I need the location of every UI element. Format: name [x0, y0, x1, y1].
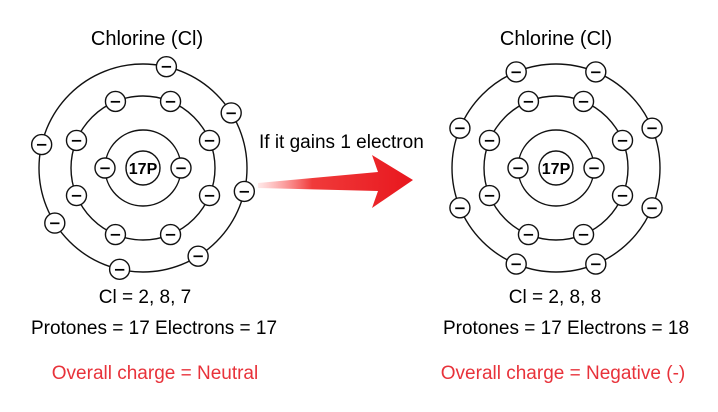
- svg-text:−: −: [164, 226, 177, 244]
- svg-text:−: −: [522, 92, 535, 110]
- svg-text:−: −: [109, 92, 122, 110]
- electron-left-shell2-4: −: [65, 184, 88, 207]
- nucleus-label-right: 17P: [542, 161, 571, 178]
- electron-left-shell3-4: −: [187, 245, 209, 267]
- svg-text:−: −: [577, 226, 590, 244]
- electron-shell-3-left: [38, 63, 248, 273]
- svg-text:−: −: [175, 159, 188, 177]
- svg-text:−: −: [160, 58, 173, 76]
- electron-left-shell2-5: −: [65, 129, 88, 152]
- svg-text:−: −: [646, 119, 659, 137]
- svg-text:−: −: [590, 255, 603, 273]
- svg-text:−: −: [70, 131, 83, 149]
- electron-right-shell3-2: −: [585, 253, 607, 275]
- electron-right-shell2-1: −: [611, 184, 634, 207]
- electron-shell-2-left: [70, 95, 216, 241]
- svg-text:−: −: [510, 63, 523, 81]
- svg-text:−: −: [454, 199, 467, 217]
- electron-left-shell3-1: −: [155, 55, 178, 78]
- svg-text:−: −: [616, 131, 629, 149]
- svg-text:−: −: [109, 226, 122, 244]
- electron-right-shell3-6: −: [505, 61, 527, 83]
- svg-text:−: −: [454, 119, 467, 137]
- atom-title-left: Chlorine (Cl): [90, 28, 204, 50]
- electron-right-shell3-8: −: [641, 117, 663, 139]
- nucleus-right: [538, 150, 574, 186]
- svg-text:−: −: [113, 260, 126, 278]
- electron-right-shell1-1: −: [583, 157, 605, 179]
- electron-right-shell2-3: −: [517, 223, 540, 246]
- electron-left-shell1-1: −: [170, 157, 192, 179]
- electron-right-shell3-7: −: [585, 61, 607, 83]
- electron-right-shell3-1: −: [641, 197, 663, 219]
- electron-left-shell1-2: −: [94, 157, 116, 179]
- electron-shell-3-right: [451, 63, 661, 273]
- arrow-label: If it gains 1 electron: [256, 132, 427, 154]
- electron-right-shell2-5: −: [478, 129, 501, 152]
- particle-counts-right: Protones = 17 Electrons = 18: [442, 318, 690, 339]
- reaction-arrow: [258, 155, 413, 208]
- svg-text:−: −: [616, 187, 629, 205]
- electron-left-shell2-1: −: [198, 184, 221, 207]
- electron-right-shell1-2: −: [507, 157, 529, 179]
- svg-text:−: −: [164, 92, 177, 110]
- electron-configuration-right: Cl = 2, 8, 8: [508, 287, 602, 308]
- electron-left-shell3-3: −: [233, 180, 256, 203]
- chlorine-ion-negative: 17P−−−−−−−−−−−−−−−−−−: [449, 61, 663, 275]
- nucleus-left: [125, 150, 161, 186]
- svg-text:−: −: [510, 255, 523, 273]
- electron-left-shell2-2: −: [159, 223, 182, 246]
- electron-left-shell2-8: −: [198, 129, 221, 152]
- nucleus-label-left: 17P: [129, 161, 158, 178]
- particle-counts-left: Protones = 17 Electrons = 17: [30, 318, 278, 339]
- electron-left-shell2-6: −: [104, 90, 127, 113]
- svg-text:−: −: [590, 63, 603, 81]
- electron-configuration-left: Cl = 2, 8, 7: [98, 287, 192, 308]
- svg-text:−: −: [577, 92, 590, 110]
- svg-text:−: −: [203, 187, 216, 205]
- svg-text:−: −: [512, 159, 525, 177]
- overall-charge-left: Overall charge = Neutral: [51, 363, 259, 384]
- electron-right-shell3-4: −: [449, 197, 471, 219]
- svg-text:−: −: [225, 104, 238, 122]
- svg-text:−: −: [203, 131, 216, 149]
- svg-text:−: −: [238, 182, 251, 200]
- electron-right-shell3-3: −: [505, 253, 527, 275]
- electron-left-shell2-3: −: [104, 223, 127, 246]
- svg-text:−: −: [192, 247, 205, 265]
- svg-text:−: −: [483, 131, 496, 149]
- electron-left-shell3-7: −: [30, 133, 53, 156]
- svg-text:−: −: [49, 214, 62, 232]
- svg-text:−: −: [522, 226, 535, 244]
- svg-text:−: −: [70, 187, 83, 205]
- electron-left-shell2-7: −: [159, 90, 182, 113]
- electron-right-shell2-7: −: [572, 90, 595, 113]
- electron-right-shell2-6: −: [517, 90, 540, 113]
- electron-left-shell3-6: −: [44, 212, 66, 234]
- svg-text:−: −: [646, 199, 659, 217]
- electron-right-shell3-5: −: [449, 117, 471, 139]
- svg-text:−: −: [99, 159, 112, 177]
- svg-text:−: −: [35, 136, 48, 154]
- chlorine-atom-neutral: 17P−−−−−−−−−−−−−−−−−: [30, 55, 256, 281]
- svg-text:−: −: [483, 187, 496, 205]
- electron-right-shell2-4: −: [478, 184, 501, 207]
- electron-left-shell3-2: −: [220, 102, 242, 124]
- electron-shell-2-right: [483, 95, 629, 241]
- overall-charge-right: Overall charge = Negative (-): [440, 363, 686, 384]
- electron-right-shell2-8: −: [611, 129, 634, 152]
- electron-right-shell2-2: −: [572, 223, 595, 246]
- electron-left-shell3-5: −: [108, 258, 131, 281]
- svg-text:−: −: [588, 159, 601, 177]
- atom-title-right: Chlorine (Cl): [499, 28, 613, 50]
